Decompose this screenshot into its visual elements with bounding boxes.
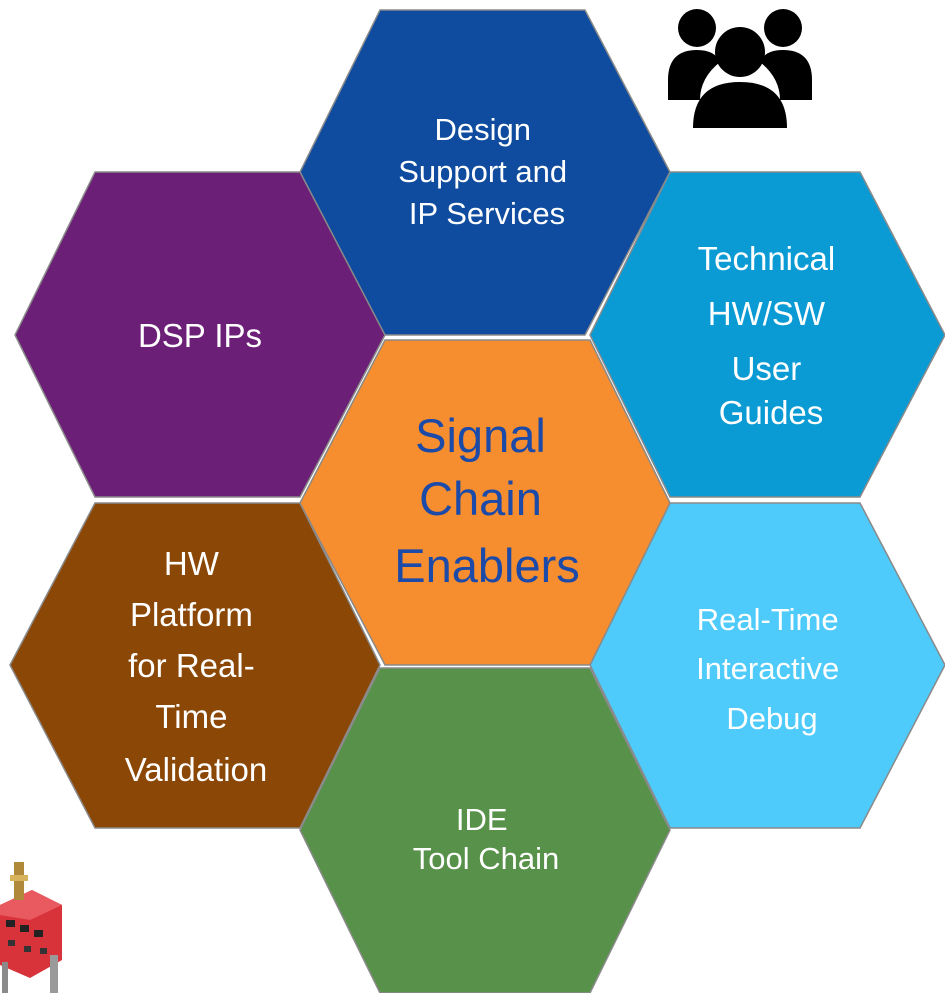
hex-design-support-label: Design Support and IP Services [398, 112, 576, 231]
hex-hw-platform: HW Platform for Real- Time Validation [9, 502, 381, 829]
hex-technical-guides-shape [589, 171, 945, 498]
hex-design-support: Design Support and IP Services [299, 9, 671, 336]
circuit-board-photo [0, 854, 68, 993]
hex-ide-toolchain-shape [299, 667, 671, 993]
hex-center-label: Signal Chain Enablers [394, 409, 580, 592]
hex-technical-guides-label: Technical HW/SW User Guides [698, 240, 845, 431]
people-group-icon [668, 9, 812, 128]
hex-hw-platform-label: HW Platform for Real- Time Validation [125, 545, 268, 788]
hex-dsp-ips: DSP IPs [14, 171, 386, 498]
hex-dsp-ips-label: DSP IPs [138, 317, 262, 354]
hex-realtime-debug-label: Real-Time Interactive Debug [696, 602, 848, 736]
hex-technical-guides: Technical HW/SW User Guides [589, 171, 945, 498]
hex-dsp-ips-shape [14, 171, 386, 498]
hex-ide-toolchain-label: IDE Tool Chain [413, 802, 559, 876]
hex-center-shape [299, 339, 671, 666]
hex-realtime-debug: Real-Time Interactive Debug [589, 502, 945, 829]
hex-center: Signal Chain Enablers [299, 339, 671, 666]
hex-ide-toolchain: IDE Tool Chain [299, 667, 671, 993]
